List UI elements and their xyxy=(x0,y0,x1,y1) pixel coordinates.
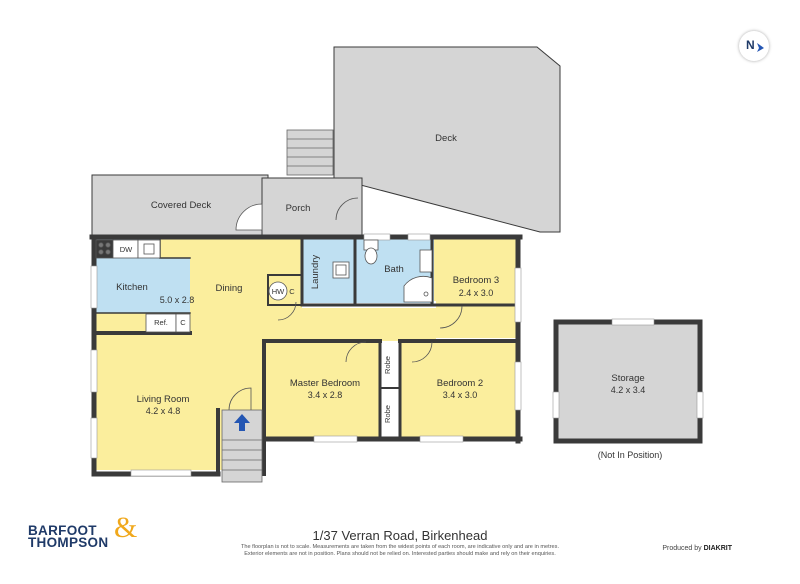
compass-north-label: N xyxy=(746,38,755,52)
bathroom-fixtures xyxy=(332,239,433,303)
master-label: Master Bedroom xyxy=(290,378,360,389)
producer-name: DIAKRIT xyxy=(703,545,732,552)
compass: N xyxy=(739,31,769,61)
laundry-label: Laundry xyxy=(310,255,321,290)
entrance-arrow-icon xyxy=(234,414,250,431)
bath-label: Bath xyxy=(384,264,404,275)
c-label-kitchen: C xyxy=(180,318,186,327)
windows xyxy=(90,233,522,477)
property-address: 1/37 Verran Road, Birkenhead xyxy=(312,528,488,543)
disclaimer-line1: The floorplan is not to scale. Measureme… xyxy=(240,544,560,550)
storage-size: 4.2 x 3.4 xyxy=(611,385,646,395)
storage-room xyxy=(553,319,703,444)
porch-label: Porch xyxy=(286,203,311,214)
house-interior xyxy=(96,239,516,470)
robe1-label: Robe xyxy=(383,356,392,374)
produced-by-label: Produced by xyxy=(662,545,702,552)
logo-line1: BARFOOT xyxy=(28,523,97,538)
kitchen-size: 5.0 x 2.8 xyxy=(160,295,195,305)
c-label-hw: C xyxy=(289,287,295,296)
covered-deck-label: Covered Deck xyxy=(151,200,211,211)
bedroom2-size: 3.4 x 3.0 xyxy=(443,390,478,400)
deck-steps xyxy=(286,129,334,176)
porch-area xyxy=(261,177,363,238)
disclaimer-line2: Exterior elements are not in position. P… xyxy=(244,551,556,557)
storage-note: (Not In Position) xyxy=(598,450,663,460)
hot-water-cylinder xyxy=(268,281,288,301)
hw-label: HW xyxy=(272,287,285,296)
living-size: 4.2 x 4.8 xyxy=(146,406,181,416)
storage-label: Storage xyxy=(611,373,644,384)
kitchen-label: Kitchen xyxy=(116,282,148,293)
storage-windows xyxy=(552,318,704,419)
robe2-label: Robe xyxy=(383,405,392,423)
living-label: Living Room xyxy=(137,394,190,405)
logo-line2: THOMPSON xyxy=(28,535,109,550)
bedroom3-label: Bedroom 3 xyxy=(453,275,499,286)
bedroom3-size: 2.4 x 3.0 xyxy=(459,288,494,298)
produced-by: Produced by DIAKRIT xyxy=(662,545,732,552)
ref-label: Ref. xyxy=(154,318,168,327)
kitchen-fixtures xyxy=(95,239,191,333)
door-swings xyxy=(228,197,463,411)
dw-label: DW xyxy=(120,245,133,254)
dining-label: Dining xyxy=(216,283,243,294)
deck-label: Deck xyxy=(435,133,457,144)
master-size: 3.4 x 2.8 xyxy=(308,390,343,400)
bedroom2-label: Bedroom 2 xyxy=(437,378,483,389)
compass-pointer-icon xyxy=(757,43,764,52)
